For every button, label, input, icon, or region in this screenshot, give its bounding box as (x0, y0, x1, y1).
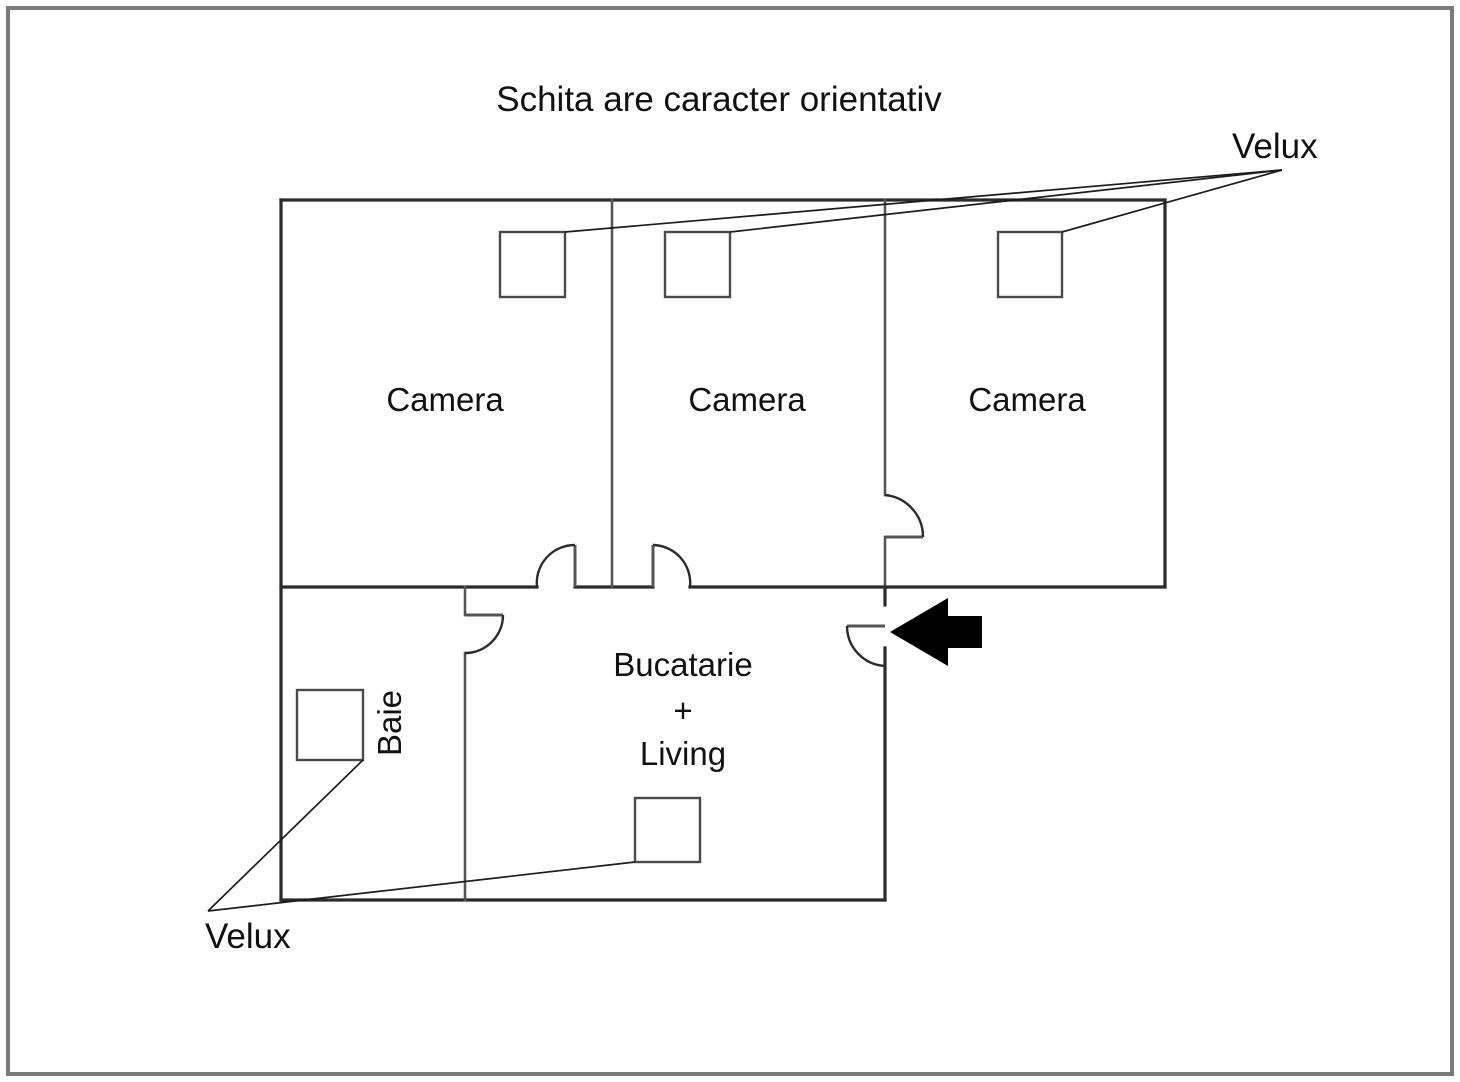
door-arc-camera2 (652, 543, 692, 588)
velux-window-camera-1 (498, 230, 567, 299)
entrance-arrow (890, 598, 982, 666)
door-arc-baie (464, 614, 505, 655)
room-label-baie: Baie (371, 690, 408, 756)
velux-window-baie (295, 688, 365, 762)
annotation-velux-top: Velux (1232, 127, 1318, 166)
room-label-bucatarie: Bucatarie (613, 646, 752, 683)
room-label-camera-1: Camera (386, 381, 504, 418)
door-arc-camera3 (884, 493, 925, 538)
room-label-plus-sign: + (673, 692, 692, 729)
leader-line-velux-living (207, 861, 636, 912)
door-arc-entrance (845, 625, 886, 668)
page-title: Schita are caracter orientativ (496, 80, 942, 119)
annotation-velux-bottom: Velux (205, 917, 291, 956)
leader-line-velux-camera-3 (1061, 169, 1283, 233)
room-label-camera-3: Camera (968, 381, 1086, 418)
velux-window-living (633, 796, 702, 864)
page-border (6, 6, 1454, 1076)
door-arc-camera1 (535, 543, 576, 588)
room-label-camera-2: Camera (688, 381, 806, 418)
leader-line-velux-camera-1 (564, 169, 1283, 233)
velux-window-camera-2 (663, 230, 732, 299)
room-label-living: Living (640, 735, 726, 772)
leader-line-velux-baie (207, 759, 364, 912)
leader-line-velux-camera-2 (729, 169, 1283, 233)
velux-window-camera-3 (996, 230, 1064, 299)
